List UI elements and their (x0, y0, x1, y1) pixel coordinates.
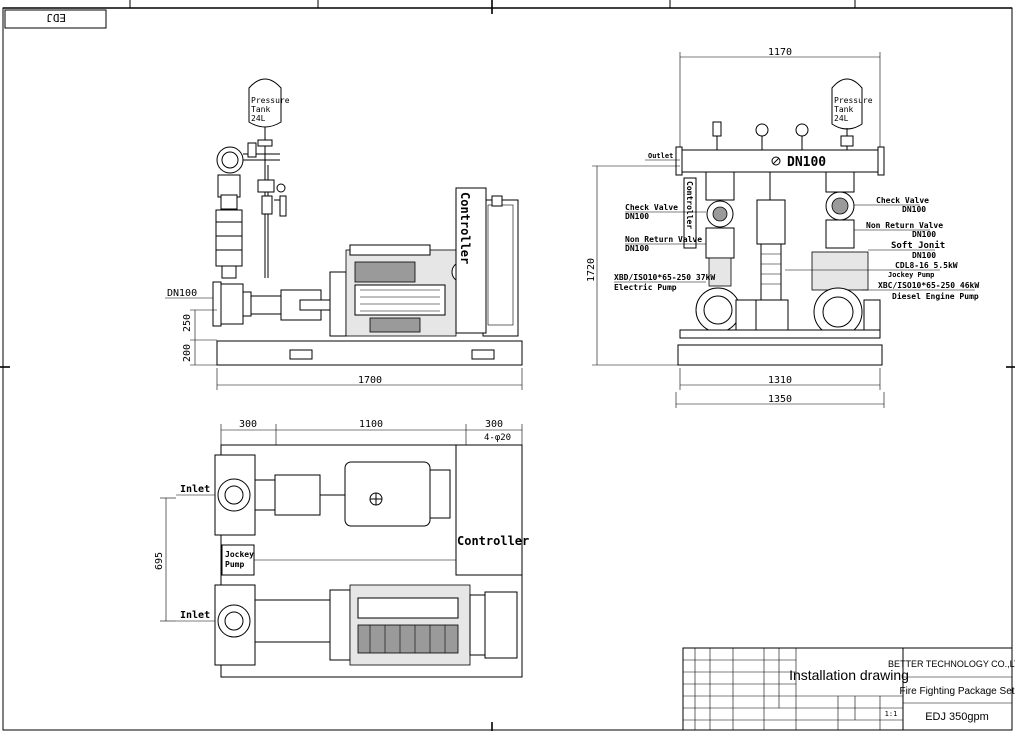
plan-inlet-bottom: Inlet (180, 610, 210, 621)
side-view: Pressure Tank 24L DN100 (165, 78, 523, 390)
side-tank-label-3: 24L (251, 114, 266, 123)
front-right-diesel-name: Diesel Engine Pump (892, 291, 979, 301)
plan-dim-1100: 1100 (359, 419, 383, 430)
front-gauge-left-icon (755, 123, 769, 137)
front-controller-label: Controller (685, 181, 694, 229)
front-left-pump-model: XBD/ISO10*65-250 37kW (614, 273, 715, 282)
front-left-non-return: Non Return Valve (625, 235, 702, 244)
front-left-check-valve: Check Valve (625, 203, 678, 212)
front-dim-1170: 1170 (768, 47, 792, 58)
plan-jockey-line1: Jockey (225, 550, 254, 559)
front-right-non-return: Non Return Valve (866, 221, 943, 230)
plan-dim-holes: 4-φ20 (484, 433, 511, 443)
title-block-scale: 1:1 (885, 710, 898, 718)
front-right-diesel-model: XBC/ISO10*65-250 46kW (878, 281, 979, 290)
plan-inlet-top: Inlet (180, 484, 210, 495)
plan-controller-label: Controller (457, 534, 529, 548)
corner-tag: EDJ (46, 11, 66, 24)
side-tank-label-2: Tank (251, 105, 270, 114)
title-block-product: Fire Fighting Package Set (899, 686, 1014, 697)
front-right-check-valve: Check Valve (876, 196, 929, 205)
front-view: 1170 Pressure Tank 24L DN100 Outlet 1720 (586, 47, 979, 408)
side-dn-label: DN100 (167, 288, 197, 299)
side-pressure-tank: Pressure Tank 24L (248, 78, 290, 165)
front-flow-icon (771, 156, 781, 166)
plan-view: 300 1100 300 4-φ20 Controller Jockey Pum… (154, 419, 529, 678)
plan-dim-300-left: 300 (239, 419, 257, 430)
front-dim-1350: 1350 (768, 394, 792, 405)
side-controller-label: Controller (458, 192, 472, 264)
plan-controller-box (455, 444, 523, 576)
plan-jockey-line2: Pump (225, 560, 244, 569)
front-diesel-pump (811, 171, 881, 337)
front-right-non-return-dn: DN100 (912, 230, 936, 239)
front-pressure-tank: Pressure Tank 24L (831, 78, 873, 150)
front-right-check-valve-dn: DN100 (902, 205, 926, 214)
front-dim-1720: 1720 (586, 258, 597, 282)
front-right-soft-joint: Soft Jonit (891, 240, 945, 251)
front-dim-1310: 1310 (768, 375, 792, 386)
title-block-model: EDJ 350gpm (925, 711, 989, 723)
front-left-check-valve-dn: DN100 (625, 212, 649, 221)
plan-electric-pump-set (214, 454, 451, 536)
title-block-title: Installation drawing (789, 667, 909, 683)
side-controller-cabinet: Controller (455, 187, 487, 334)
plan-dim-695: 695 (154, 552, 165, 570)
title-block-company: BETTER TECHNOLOGY CO.,LTD (888, 659, 1015, 669)
side-dim-1700: 1700 (358, 375, 382, 386)
front-right-soft-joint-dn: DN100 (912, 251, 936, 260)
front-right-jockey: Jockey Pump (888, 271, 934, 279)
front-left-non-return-dn: DN100 (625, 244, 649, 253)
front-electric-pump (695, 171, 757, 333)
side-dim-250: 250 (182, 314, 193, 332)
plan-dim-300-right: 300 (485, 419, 503, 430)
front-outlet-label: Outlet (648, 152, 673, 160)
front-jockey-pump (755, 172, 789, 331)
side-dim-200: 200 (182, 344, 193, 362)
front-left-pump-name: Electric Pump (614, 282, 677, 292)
front-header-dn: DN100 (787, 155, 826, 170)
front-right-jockey-model: CDL8-16 5.5kW (895, 261, 958, 270)
plan-diesel-pump-set (214, 584, 518, 666)
title-block: Installation drawing BETTER TECHNOLOGY C… (682, 647, 1015, 731)
side-tank-label-1: Pressure (251, 96, 290, 105)
front-tank-label-2: Tank (834, 105, 853, 114)
front-tank-label-3: 24L (834, 114, 849, 123)
front-tank-label-1: Pressure (834, 96, 873, 105)
front-gauge-right-icon (795, 123, 809, 137)
